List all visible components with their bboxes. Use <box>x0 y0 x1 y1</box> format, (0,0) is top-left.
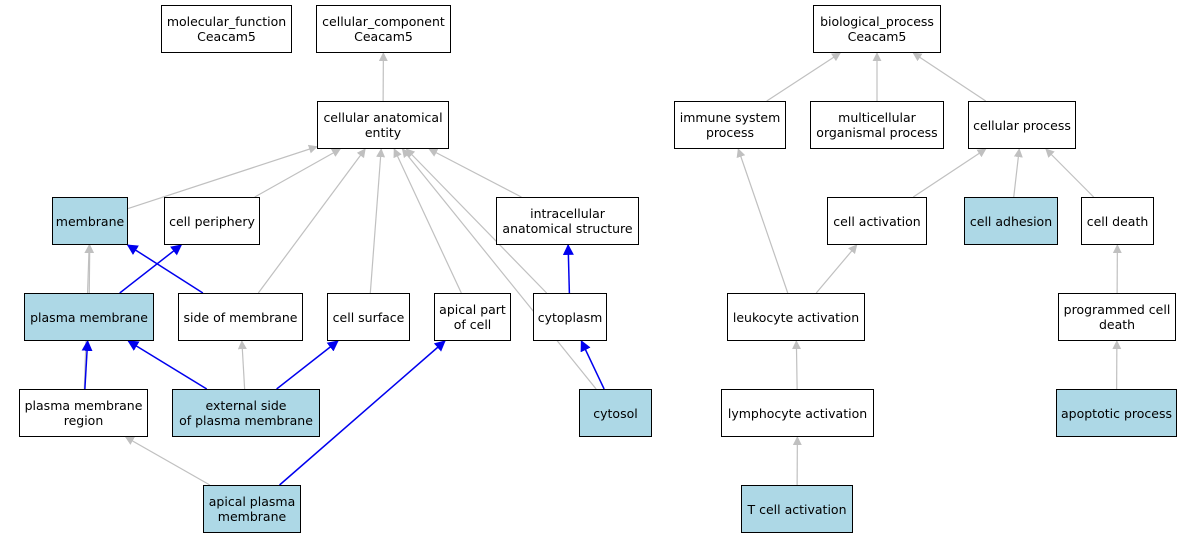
edge-cdeath-to-cp <box>1045 148 1095 198</box>
edge-isp-to-bp <box>766 52 842 102</box>
node-biological-process[interactable]: biological_process Ceacam5 <box>813 5 941 53</box>
edge-cytosol-to-cyto <box>580 340 605 390</box>
node-apical-plasma-membrane[interactable]: apical plasma membrane <box>203 485 301 533</box>
edge-apm-to-apc <box>279 340 446 486</box>
node-cytosol[interactable]: cytosol <box>579 389 652 437</box>
node-cell-surface[interactable]: cell surface <box>327 293 410 341</box>
node-apoptotic-process[interactable]: apoptotic process <box>1056 389 1177 437</box>
node-cell-activation[interactable]: cell activation <box>827 197 927 245</box>
node-cellular-anatomical-entity[interactable]: cellular anatomical entity <box>317 101 449 149</box>
node-t-cell-activation[interactable]: T cell activation <box>741 485 853 533</box>
edge-apc-to-cae <box>393 148 462 294</box>
node-immune-system-process[interactable]: immune system process <box>674 101 786 149</box>
node-leukocyte-activation[interactable]: leukocyte activation <box>727 293 865 341</box>
node-apical-part-of-cell[interactable]: apical part of cell <box>434 293 511 341</box>
edge-cyto-to-cae <box>405 148 548 294</box>
edge-espm-to-som <box>237 340 247 390</box>
node-intracellular-anatomical-structure[interactable]: intracellular anatomical structure <box>496 197 639 245</box>
node-cell-adhesion[interactable]: cell adhesion <box>964 197 1058 245</box>
node-cell-periphery[interactable]: cell periphery <box>164 197 260 245</box>
edge-espm-to-csurf <box>276 340 339 390</box>
edge-pm-to-cper <box>119 244 183 294</box>
edge-espm-to-pm <box>127 340 208 390</box>
node-cellular-process[interactable]: cellular process <box>968 101 1076 149</box>
edge-lyact-to-lact <box>792 340 802 390</box>
edge-cp-to-bp <box>912 52 987 102</box>
edge-cyto-to-ias <box>562 243 574 294</box>
edge-mem-to-cae <box>127 144 318 210</box>
edge-ias-to-cae <box>428 148 522 198</box>
edge-som-to-mem <box>126 244 204 294</box>
node-molecular-function[interactable]: molecular_function Ceacam5 <box>161 5 292 53</box>
edge-lact-to-isp <box>736 148 789 294</box>
edge-cper-to-cae <box>254 148 342 198</box>
edge-csurf-to-cae <box>369 148 386 294</box>
node-cellular-component[interactable]: cellular_component Ceacam5 <box>316 5 451 53</box>
node-lymphocyte-activation[interactable]: lymphocyte activation <box>721 389 874 437</box>
node-side-of-membrane[interactable]: side of membrane <box>178 293 303 341</box>
edge-apm-to-pmr <box>124 436 211 486</box>
node-plasma-membrane-region[interactable]: plasma membrane region <box>19 389 148 437</box>
edge-pmr-to-pm <box>81 339 93 390</box>
node-membrane[interactable]: membrane <box>52 197 128 245</box>
node-cytoplasm[interactable]: cytoplasm <box>533 293 607 341</box>
edge-lact-to-cact <box>815 244 858 294</box>
edge-cytosol-to-cae <box>401 148 597 390</box>
node-cell-death[interactable]: cell death <box>1081 197 1154 245</box>
node-plasma-membrane[interactable]: plasma membrane <box>24 293 154 341</box>
node-external-side-of-plasma-membrane[interactable]: external side of plasma membrane <box>172 389 320 437</box>
edge-cadh-to-cp <box>1013 148 1023 198</box>
edge-cact-to-cp <box>912 148 987 198</box>
node-multicellular-organismal-process[interactable]: multicellular organismal process <box>810 101 944 149</box>
edge-som-to-cae <box>257 148 366 294</box>
node-programmed-cell-death[interactable]: programmed cell death <box>1058 293 1176 341</box>
